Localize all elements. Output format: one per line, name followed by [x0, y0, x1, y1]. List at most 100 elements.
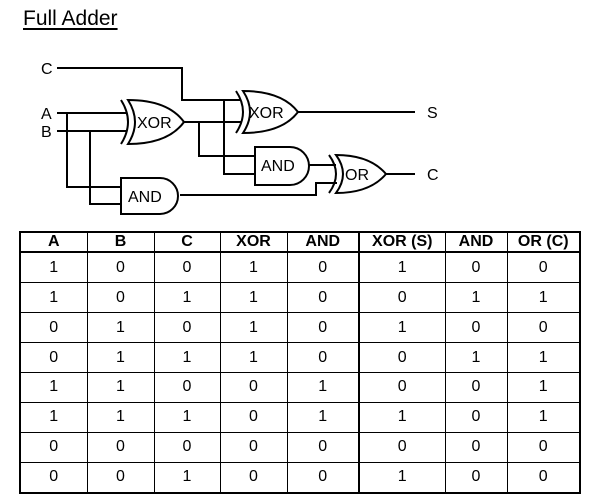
cell: 1: [444, 282, 508, 314]
input-a-label: A: [41, 106, 52, 123]
wire-xor1-to-and2: [198, 122, 255, 157]
wire-b-to-and1: [89, 131, 123, 205]
and2-label: AND: [261, 158, 295, 175]
table-row: 1 0 1 1 0 0 1 1: [19, 282, 581, 314]
gates: [120, 89, 388, 215]
cell: 0: [358, 371, 446, 403]
cell: 1: [19, 282, 88, 314]
table-row: 0 0 1 0 0 1 0 0: [19, 461, 581, 494]
cell: 0: [86, 431, 155, 463]
xor-gate-2: [235, 89, 300, 135]
cell: 0: [444, 251, 508, 284]
cell: 1: [286, 371, 360, 403]
cell: 0: [153, 431, 221, 463]
cell: 0: [153, 251, 221, 284]
table-row: 1 0 0 1 0 1 0 0: [19, 251, 581, 284]
cell: 1: [153, 342, 221, 373]
cell: 0: [286, 282, 360, 314]
table-header-row: A B C XOR AND XOR (S) AND OR (C): [19, 231, 581, 253]
cell: 0: [219, 371, 288, 403]
table-row: 1 1 1 0 1 1 0 1: [19, 401, 581, 433]
wire-c-to-and2: [223, 100, 255, 175]
cell: 1: [86, 371, 155, 403]
cell: 0: [358, 431, 446, 463]
wires: [57, 67, 415, 205]
cell: 1: [86, 312, 155, 344]
cell: 1: [506, 371, 581, 403]
cell: 0: [506, 251, 581, 284]
cell: 0: [358, 342, 446, 373]
header-c: C: [153, 231, 221, 253]
cell: 0: [444, 431, 508, 463]
cell: 0: [219, 461, 288, 494]
table-row: 1 1 0 0 1 0 0 1: [19, 371, 581, 403]
cell: 0: [153, 312, 221, 344]
header-xor-s: XOR (S): [358, 231, 446, 253]
header-b: B: [86, 231, 155, 253]
cell: 1: [358, 461, 446, 494]
cell: 0: [86, 461, 155, 494]
output-carry-label: C: [427, 167, 439, 184]
cell: 0: [358, 282, 446, 314]
cell: 0: [286, 312, 360, 344]
cell: 1: [219, 282, 288, 314]
page-title: Full Adder: [23, 7, 118, 30]
input-b-label: B: [41, 124, 52, 141]
cell: 0: [19, 431, 88, 463]
cell: 1: [19, 401, 88, 433]
header-and-2: AND: [444, 231, 508, 253]
cell: 0: [86, 282, 155, 314]
cell: 1: [86, 342, 155, 373]
truth-table: A B C XOR AND XOR (S) AND OR (C) 1 0 0 1…: [19, 231, 581, 494]
header-a: A: [19, 231, 88, 253]
cell: 1: [19, 251, 88, 284]
output-sum-label: S: [427, 105, 438, 122]
xor-gate-1: [120, 98, 186, 146]
cell: 1: [153, 461, 221, 494]
cell: 0: [444, 401, 508, 433]
cell: 0: [286, 342, 360, 373]
cell: 1: [506, 401, 581, 433]
wire-and1-to-or: [180, 182, 337, 196]
and-gate-1: [120, 177, 179, 215]
input-c-label: C: [41, 61, 53, 78]
cell: 1: [506, 282, 581, 314]
cell: 0: [444, 312, 508, 344]
and1-label: AND: [128, 189, 162, 206]
cell: 0: [286, 461, 360, 494]
cell: 1: [86, 401, 155, 433]
cell: 0: [444, 371, 508, 403]
or-gate: [328, 153, 388, 195]
wire-c: [57, 67, 241, 101]
header-and: AND: [286, 231, 360, 253]
table-row: 0 1 0 1 0 1 0 0: [19, 312, 581, 344]
cell: 1: [219, 312, 288, 344]
cell: 0: [506, 461, 581, 494]
cell: 1: [506, 342, 581, 373]
header-or-c: OR (C): [506, 231, 581, 253]
cell: 0: [19, 342, 88, 373]
cell: 1: [153, 282, 221, 314]
cell: 0: [19, 461, 88, 494]
cell: 1: [444, 342, 508, 373]
cell: 0: [506, 312, 581, 344]
cell: 1: [219, 251, 288, 284]
cell: 0: [286, 431, 360, 463]
cell: 0: [153, 371, 221, 403]
cell: 0: [86, 251, 155, 284]
cell: 0: [219, 431, 288, 463]
cell: 1: [219, 342, 288, 373]
cell: 1: [358, 251, 446, 284]
cell: 1: [153, 401, 221, 433]
cell: 1: [358, 312, 446, 344]
xor1-label: XOR: [137, 115, 172, 132]
full-adder-circuit: C A B XOR XOR AND AND OR S C: [41, 61, 439, 215]
cell: 0: [506, 431, 581, 463]
cell: 0: [19, 312, 88, 344]
table-row: 0 1 1 1 0 0 1 1: [19, 342, 581, 373]
cell: 1: [358, 401, 446, 433]
and-gate-2: [254, 146, 310, 186]
or-label: OR: [345, 167, 369, 184]
cell: 0: [286, 251, 360, 284]
header-xor: XOR: [219, 231, 288, 253]
